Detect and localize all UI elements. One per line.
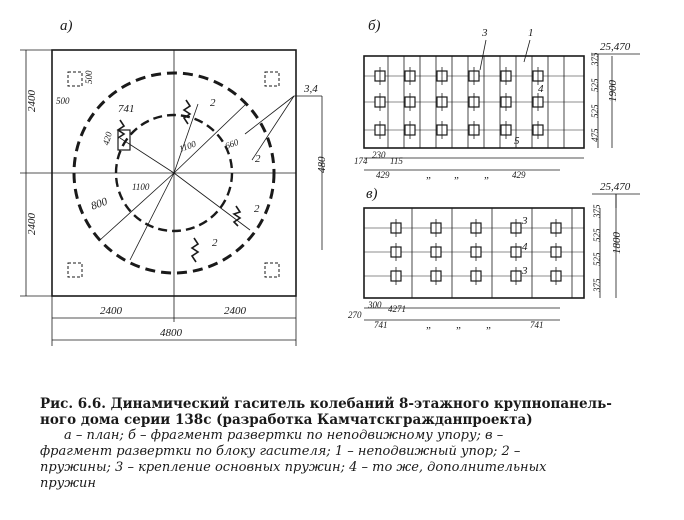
callout-b-1: 1: [528, 27, 534, 39]
dim-b-height: 1900: [607, 80, 619, 103]
dim-800: 800: [89, 195, 109, 212]
dim-bottom-total: 4800: [160, 327, 183, 339]
corner-anchor-tl: [67, 71, 83, 87]
level-v: 25,470: [600, 181, 631, 193]
spring-top: [182, 99, 192, 125]
dim-b-b4: 429: [376, 170, 390, 180]
dim-bottom-left: 2400: [100, 305, 123, 317]
caption-title: Рис. 6.6. Динамический гаситель колебани…: [40, 396, 670, 428]
callout-v-4: 4: [522, 241, 528, 253]
dim-v-b4: 741: [374, 320, 388, 330]
spring-bottom: [190, 237, 200, 263]
caption-legend-line-4: пружин: [40, 476, 96, 491]
callout-spring-bottom: 2: [212, 237, 218, 249]
dim-v-b1: 270: [348, 310, 362, 320]
callout-b-4: 4: [538, 83, 544, 95]
dim-b-b1: 174: [354, 156, 368, 166]
dim-3-4: 3,4: [303, 83, 318, 95]
callout-spring-top: 2: [210, 97, 216, 109]
dim-660: 660: [224, 137, 241, 151]
dim-v-b2: 300: [367, 300, 382, 310]
dim-v-b5: „: [426, 319, 432, 331]
panel-a-label: а): [60, 18, 73, 34]
outer-ring: [72, 71, 276, 275]
dim-v-b7: „: [486, 319, 492, 331]
dim-v-b6: „: [456, 319, 462, 331]
dim-v-b8: 741: [530, 320, 544, 330]
figure-drawing: а) 3,4 2 2 2: [20, 18, 640, 346]
corner-anchor-br: [264, 262, 280, 278]
panel-a-plan: а) 3,4 2 2 2: [20, 18, 328, 346]
callout-spring-side: 2: [255, 153, 261, 165]
dim-741: 741: [118, 103, 135, 115]
caption-legend-line-2: фрагмент развертки по блоку гасителя; 1 …: [40, 444, 521, 459]
dim-500-horizontal: 500: [56, 96, 70, 106]
dim-b-h4: 475: [590, 128, 600, 142]
callout-v-3a: 3: [521, 215, 528, 227]
dim-b-h3: 525: [590, 104, 600, 118]
dim-right-480: 480: [316, 156, 328, 173]
dim-left-bottom: 2400: [26, 213, 38, 236]
dim-left-top: 2400: [26, 90, 38, 113]
callout-b-5: 5: [514, 135, 520, 147]
dim-b-b8: 429: [512, 170, 526, 180]
dim-v-h4: 375: [592, 278, 602, 293]
figure-caption: Рис. 6.6. Динамический гаситель колебани…: [40, 396, 670, 492]
dim-b-h2: 525: [590, 78, 600, 92]
callout-spring-right: 2: [254, 203, 260, 215]
dim-v-h2: 525: [592, 228, 602, 242]
dim-v-height: 1800: [611, 232, 623, 255]
panel-b-label: б): [368, 18, 381, 34]
callout-v-3b: 3: [521, 265, 528, 277]
spring-right: [232, 205, 242, 227]
corner-anchor-bl: [67, 262, 83, 278]
caption-legend: а – план; б – фрагмент развертки по непо…: [40, 428, 670, 492]
corner-anchor-tr: [264, 71, 280, 87]
caption-title-line-1: Рис. 6.6. Динамический гаситель колебани…: [40, 396, 612, 412]
caption-legend-line-1: а – план; б – фрагмент развертки по непо…: [64, 428, 504, 443]
bracket-box: [117, 129, 131, 151]
dim-v-b3: 4271: [388, 304, 406, 314]
dim-420: 420: [101, 130, 114, 146]
dim-v-h3: 525: [592, 252, 602, 266]
dim-b-b3: 115: [390, 156, 403, 166]
callout-b-3: 3: [481, 27, 488, 39]
panel-v-fragment: в) 3 4 3 25,470 375 525 525 375 1800 270…: [348, 181, 640, 331]
level-b: 25,470: [600, 41, 631, 53]
dim-b-b6: „: [454, 169, 460, 181]
dim-b-h1: 375: [590, 52, 600, 67]
dim-b-b7: „: [484, 169, 490, 181]
dim-b-b5: „: [426, 169, 432, 181]
panel-v-frame: [363, 207, 585, 299]
spring-left: [116, 119, 126, 139]
dim-b-b2: 230: [372, 150, 386, 160]
caption-legend-line-3: пружины; 3 – крепление основных пружин; …: [40, 460, 547, 475]
inner-ring: [114, 113, 234, 233]
panel-v-label: в): [366, 186, 378, 202]
panel-b-fragment: б) 3 1 4 5 25,470 375 525 525 475 1900 1…: [354, 18, 640, 181]
dim-bottom-right: 2400: [224, 305, 247, 317]
dim-500-vertical: 500: [84, 70, 94, 84]
dim-v-h1: 375: [592, 204, 602, 219]
dim-1100-b: 1100: [132, 182, 150, 192]
caption-title-line-2: ного дома серии 138с (разработка Камчатс…: [40, 412, 533, 428]
dim-1100-a: 1100: [178, 138, 198, 153]
